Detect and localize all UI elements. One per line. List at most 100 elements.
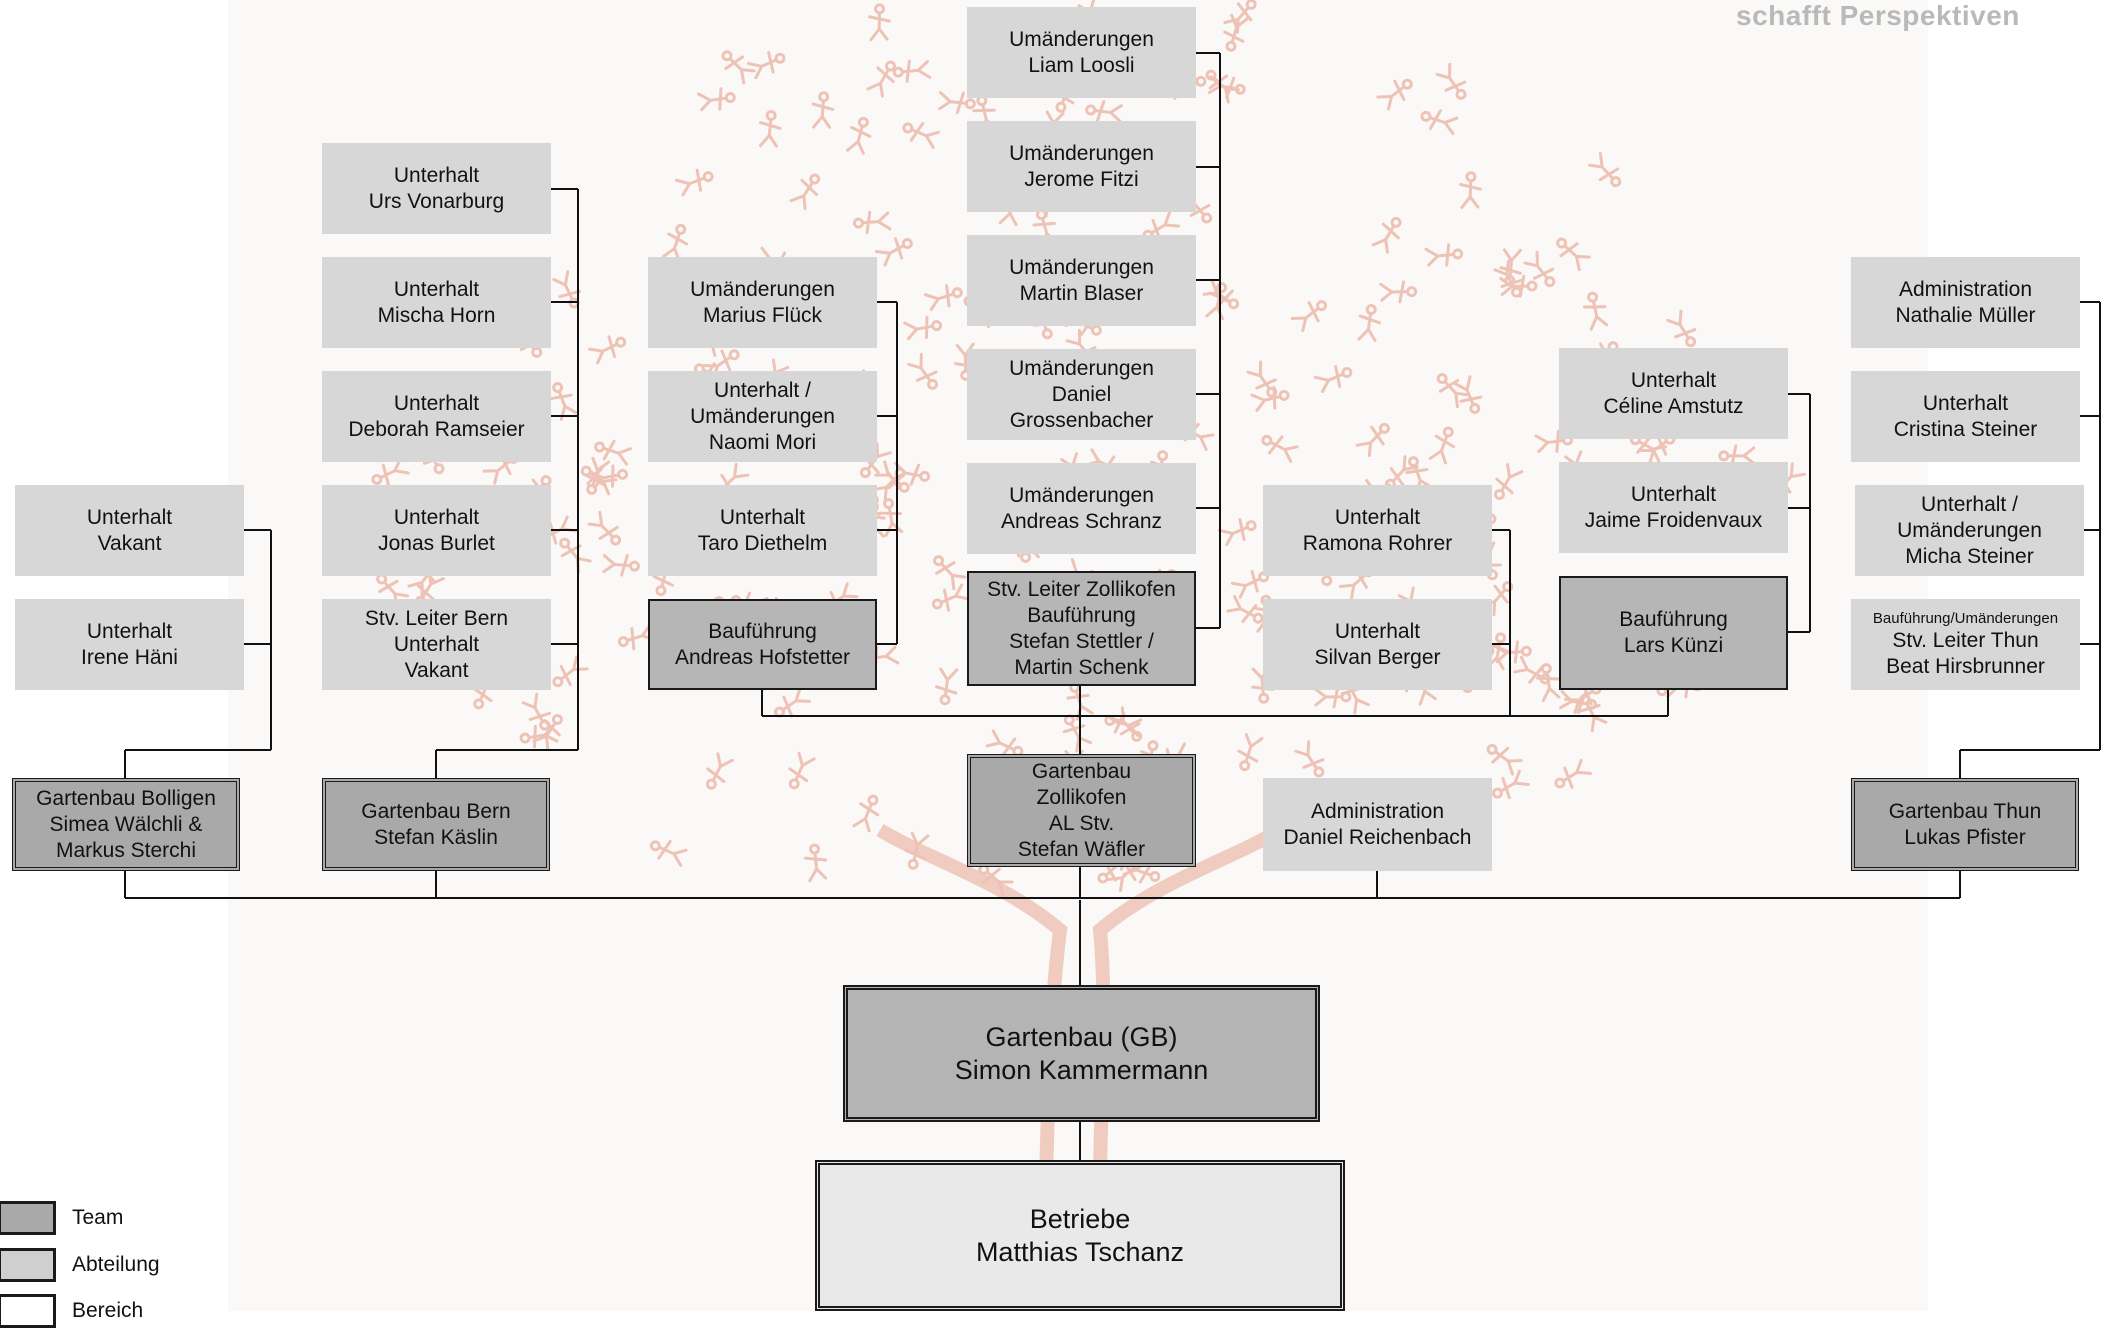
stick-figure-icon [1313,685,1352,709]
stick-figure-icon [521,692,552,731]
stick-figure-icon [923,284,963,312]
org-box-line: Vakant [404,658,469,682]
stick-figure-icon [892,59,932,83]
stick-figure-icon [559,537,592,574]
stick-figure-icon [584,456,610,495]
org-box-top: Gartenbau (GB)Simon Kammermann [843,985,1320,1122]
org-box-line: Unterhalt / [1921,492,2018,516]
org-box-line: Unterhalt [86,619,173,643]
org-box-line: Andreas Schranz [1000,509,1163,533]
org-box-line: Administration [1898,277,2033,301]
org-box-line: Unterhalt [1630,482,1717,506]
org-box-line: Zollikofen [1036,785,1127,809]
org-box-line: Bauführung [1027,603,1136,627]
stick-figure-icon [1436,373,1470,409]
org-box-line: Simea Wälchli & [49,812,203,836]
stick-figure-icon [931,583,971,612]
org-box-line: Umänderungen [1897,518,2042,542]
stick-figure-icon [1109,706,1143,742]
stick-figure-icon [1122,857,1161,884]
stick-figure-icon [721,50,756,85]
stick-figure-icon [758,109,782,148]
org-box-line: Martin Blaser [1019,281,1144,305]
stick-figure-icon [1218,518,1257,547]
org-box-line: Céline Amstutz [1603,394,1744,418]
org-box-line: Gartenbau Bolligen [36,786,216,810]
stick-figure-icon [1435,62,1467,100]
org-box-line: Stefan Käslin [374,825,498,849]
legend-bereich: Bereich [0,1294,143,1328]
stick-figure-icon [1085,100,1123,124]
org-box-line: Stv. Leiter Bern [364,606,509,630]
org-box-line: Liam Loosli [1028,53,1135,77]
stick-figure-icon [1379,280,1418,304]
stick-figure-icon [1237,733,1264,772]
stick-figure-icon [1493,640,1532,664]
stick-figure-icon [1428,426,1456,465]
stick-figure-icon [594,439,633,466]
stick-figure-icon [938,91,976,114]
org-box-title: Administration [1310,799,1445,823]
org-box-line: Unterhalt [1922,391,2009,415]
stick-figure-icon [1523,250,1556,288]
stick-figure-icon [746,50,786,80]
org-box-line: Umänderungen [690,277,835,301]
legend-team-swatch [0,1201,56,1235]
stick-figure-icon [1718,444,1757,468]
stick-figure-icon [1294,740,1325,778]
org-box-line: Jaime Froidenvaux [1584,508,1763,532]
org-box-line: Unterhalt [393,632,480,656]
stick-figure-icon [1376,78,1413,111]
stick-figure-icon [1313,364,1353,394]
stick-figure-icon [1226,595,1264,624]
org-box-name: Matthias Tschanz [975,1236,1185,1267]
legend-bereich-swatch [0,1294,56,1328]
stick-figure-icon [1357,304,1381,342]
org-box-line: Umänderungen [1009,255,1154,279]
org-box-line: Grossenbacher [1009,408,1154,432]
stick-figure-icon [1459,171,1482,210]
org-box-title: Gartenbau (GB) [985,1021,1178,1052]
org-box-line: Gartenbau Bern [361,799,511,823]
stick-figure-icon [1582,291,1609,331]
stick-figure-icon [1536,663,1561,703]
stick-figure-icon [1556,237,1591,272]
org-box-line: Naomi Mori [708,430,817,454]
legend-team-label: Team [72,1206,124,1229]
org-box-line: Unterhalt [1334,619,1421,643]
stick-figure-icon [811,91,835,129]
legend-bereich-label: Bereich [72,1299,144,1322]
org-box-line: Stefan Wäfler [1017,837,1146,861]
stick-figure-icon [1290,300,1328,332]
org-box-line: Unterhalt [393,505,480,529]
org-box-line: Jerome Fitzi [1024,167,1139,191]
stick-figure-icon [1223,13,1249,52]
org-box-line: Irene Häni [81,645,178,669]
org-box-line: Beat Hirsbrunner [1886,655,2045,678]
org-box-line: Unterhalt [393,391,480,415]
stick-figure-icon [371,457,410,487]
org-box-line: Deborah Ramseier [348,417,525,441]
org-box-line: Daniel [1051,382,1112,406]
stick-figure-icon [878,498,904,537]
stick-figure-icon [867,3,891,42]
stick-figure-icon [902,121,941,149]
org-box-line: Umänderungen [1009,483,1154,507]
